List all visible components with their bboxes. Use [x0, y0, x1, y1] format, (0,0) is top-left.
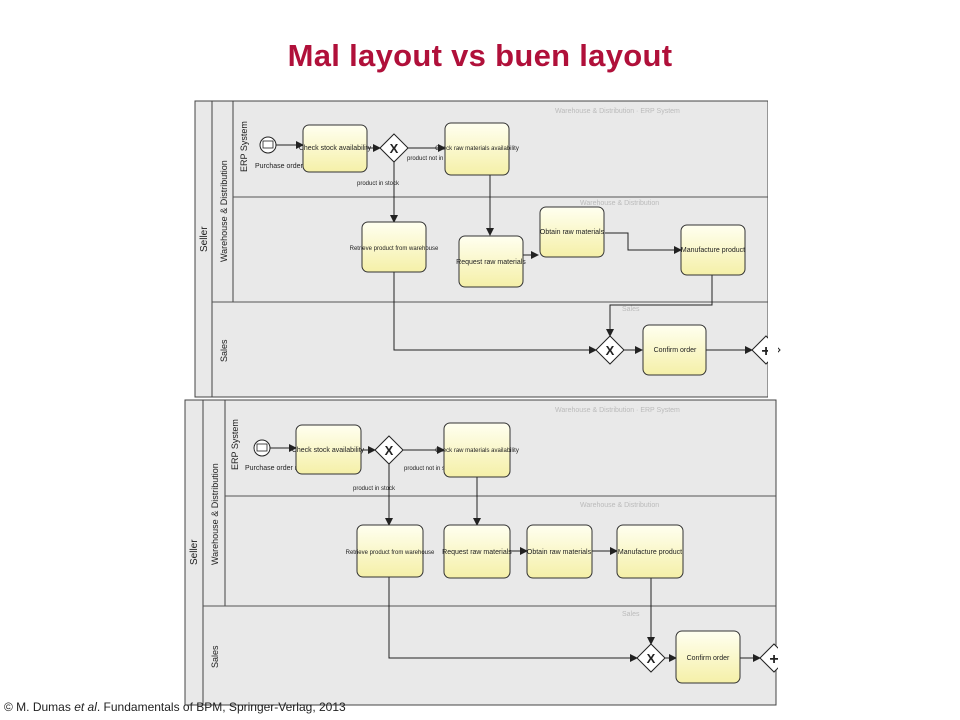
- lane-watermark: Warehouse & Distribution · ERP System: [555, 108, 680, 115]
- task-retrieve: [361, 221, 427, 273]
- task-manufacture: [680, 224, 746, 276]
- envelope-icon: [256, 443, 268, 452]
- citation-footer: © M. Dumas et al. Fundamentals of BPM, S…: [4, 700, 346, 714]
- task-obtain-raw: [526, 524, 593, 579]
- bad-layout-diagram: Seller Warehouse & Distribution ERP Syst…: [194, 98, 781, 398]
- citation-prefix: © M. Dumas: [4, 700, 75, 714]
- flow-label: product in stock: [357, 181, 400, 187]
- task-request-raw: [443, 524, 511, 579]
- task-request-raw: [458, 235, 524, 288]
- lane-label-warehouse: Warehouse & Distribution: [219, 160, 229, 262]
- task-check-raw: [443, 422, 511, 478]
- task-check-stock: [295, 424, 362, 475]
- xor-gateway: [636, 643, 666, 673]
- xor-glyph: X: [606, 343, 615, 358]
- xor-gateway: [379, 133, 409, 163]
- task-label: Check raw materials availability: [435, 448, 519, 454]
- task-label: Request raw materials: [442, 549, 512, 556]
- task-label: Check stock availability: [292, 447, 365, 454]
- lane-label-sales: Sales: [219, 339, 229, 362]
- task-label: Manufacture product: [681, 247, 745, 254]
- citation-suffix: . Fundamentals of BPM, Springer-Verlag, …: [96, 700, 346, 714]
- task-manufacture: [616, 524, 684, 579]
- task-check-raw: [444, 122, 510, 176]
- lane-label-erp: ERP System: [239, 121, 249, 172]
- task-label: Check stock availability: [299, 145, 372, 152]
- task-check-stock: [302, 124, 368, 173]
- lane-label-warehouse: Warehouse & Distribution: [210, 463, 220, 565]
- xor-glyph: X: [385, 443, 394, 458]
- good-layout-diagram: Seller Warehouse & Distribution ERP Syst…: [184, 396, 790, 708]
- and-glyph: +: [769, 651, 778, 668]
- task-label: Manufacture product: [618, 549, 682, 556]
- lane-label-sales: Sales: [210, 645, 220, 668]
- flow-label: product not in stock: [407, 156, 460, 162]
- task-confirm: [675, 630, 741, 684]
- lane-watermark: Warehouse & Distribution · ERP System: [555, 407, 680, 414]
- xor-gateway: [374, 435, 404, 465]
- lane-label-erp: ERP System: [230, 419, 240, 470]
- task-obtain-raw: [539, 206, 605, 258]
- task-retrieve: [356, 524, 424, 578]
- start-event-label: Purchase order received: [255, 163, 331, 170]
- task-label: Check raw materials availability: [435, 146, 519, 152]
- lane-watermark: Sales: [622, 611, 640, 618]
- task-label: Retrieve product from warehouse: [346, 550, 435, 556]
- task-label: Request raw materials: [456, 259, 526, 266]
- task-label: Retrieve product from warehouse: [350, 246, 439, 252]
- flow-label: product not in stock: [404, 466, 457, 472]
- xor-glyph: X: [647, 651, 656, 666]
- task-label: Confirm order: [654, 347, 697, 354]
- xor-gateway: [595, 335, 625, 365]
- task-label: Obtain raw materials: [527, 549, 592, 556]
- lane-watermark: Warehouse & Distribution: [580, 200, 659, 207]
- citation-etal: et al: [74, 700, 97, 714]
- task-confirm: [642, 324, 707, 376]
- pool-label: Seller: [199, 226, 210, 252]
- start-event-label: Purchase order received: [245, 465, 321, 472]
- and-glyph: +: [761, 343, 770, 360]
- lane-watermark: Warehouse & Distribution: [580, 502, 659, 509]
- task-label: Obtain raw materials: [540, 229, 605, 236]
- flow-label: product in stock: [353, 486, 396, 492]
- envelope-icon: [262, 140, 274, 149]
- slide-title: Mal layout vs buen layout: [287, 38, 673, 73]
- lane-watermark: Sales: [622, 306, 640, 313]
- task-label: Confirm order: [687, 655, 730, 662]
- pool-label: Seller: [189, 539, 200, 565]
- xor-glyph: X: [390, 141, 399, 156]
